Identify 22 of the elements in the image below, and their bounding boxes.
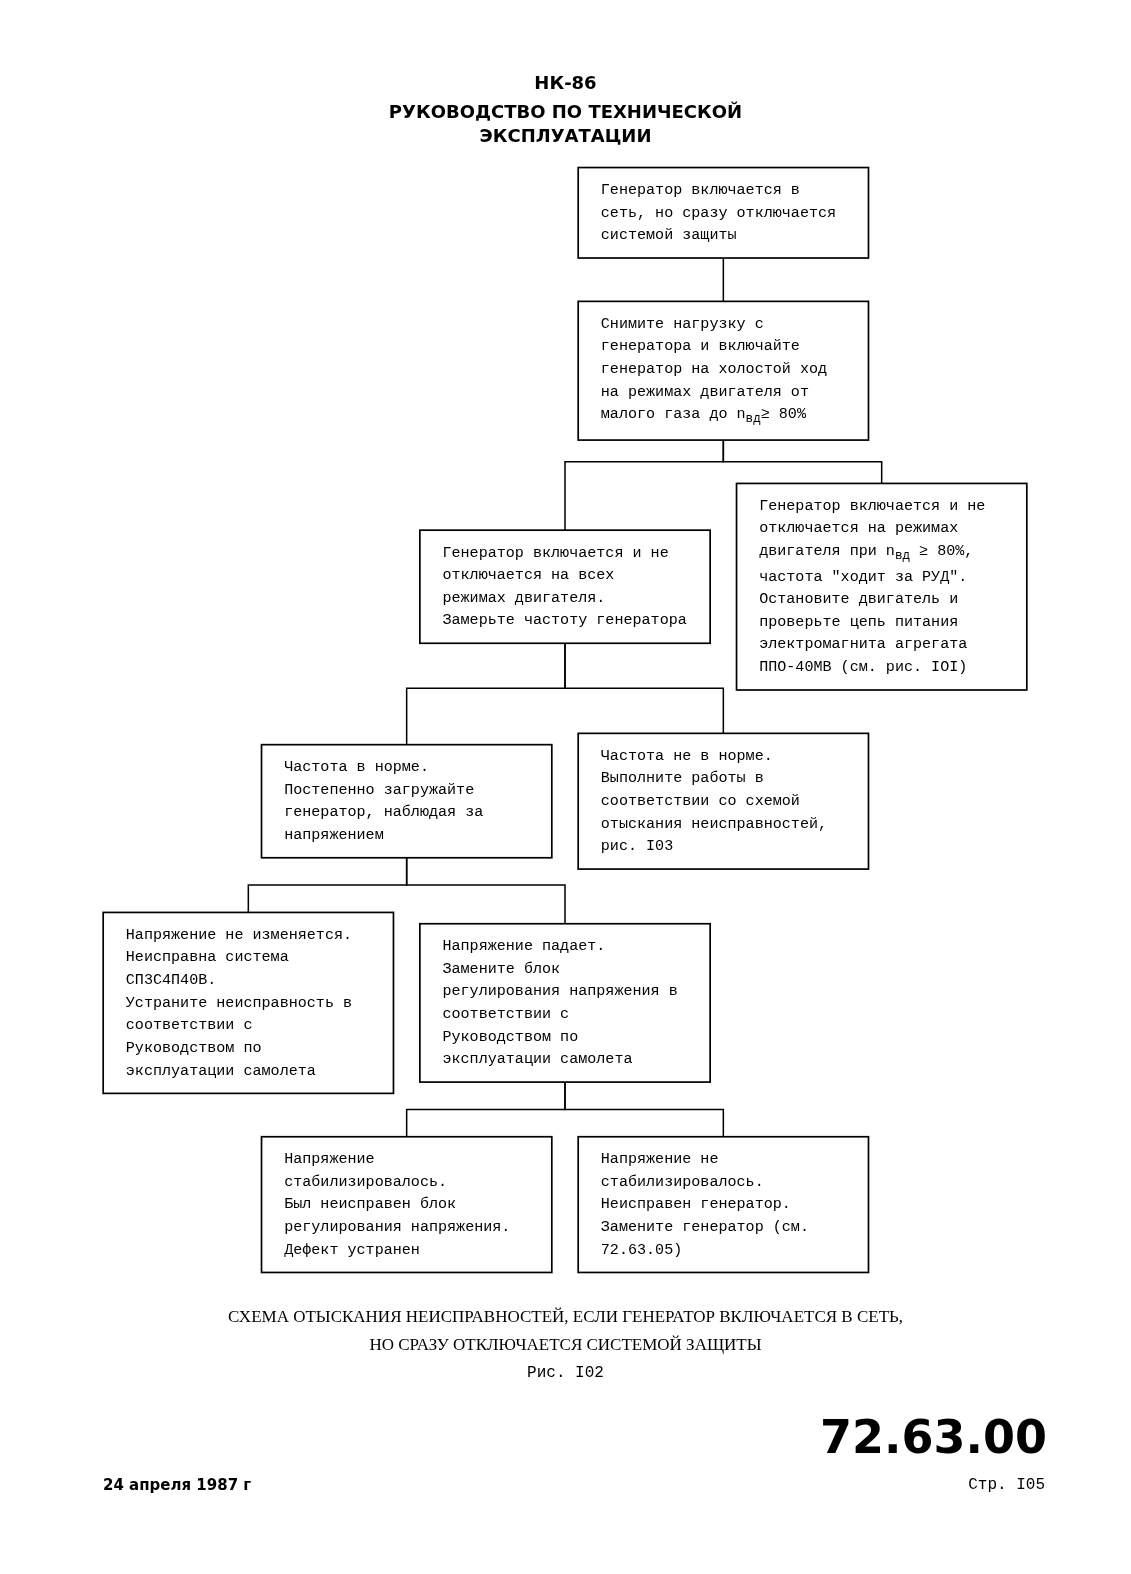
figure-number: Рис. I02 <box>527 1364 604 1382</box>
process-box: Генератор включается и не отключается на режимах двигателя при n$_{вд}$ ≥ 80%, частота "ходит за РУД". Остановите двигатель и проверьте цепь питания электромагнита агрегата ППО-40МВ (см. рис. IOI) <box>735 482 1028 691</box>
process-box: Напряжение стабилизировалось. Был неисправен блок регулирования напряжения. Дефект устранен <box>260 1135 553 1274</box>
process-box: Напряжение не стабилизировалось. Неисправен генератор. Замените генератор (см. 72.63.05) <box>577 1135 870 1274</box>
connector-line <box>405 857 566 925</box>
connector-line <box>564 642 725 735</box>
connector-line <box>722 439 883 485</box>
process-box: Генератор включается в сеть, но сразу отключается системой защиты <box>577 166 870 259</box>
section-number: 72.63.00 <box>820 1410 1047 1464</box>
process-box: Напряжение падает. Замените блок регулирования напряжения в соответствии с Руководством по эксплуатации самолета <box>419 922 711 1083</box>
caption-text: СХЕМА ОТЫСКАНИЯ НЕИСПРАВНОСТЕЙ, ЕСЛИ ГЕНЕРАТОР ВКЛЮЧАЕТСЯ В СЕТЬ, НО СРАЗУ ОТКЛЮЧАЕТСЯ СИСТЕМОЙ ЗАЩИТЫ <box>226 1306 905 1356</box>
process-box: Снимите нагрузку с генератора и включайте генератор на холостой ход на режимах двигателя от малого газа до n$_{вд}$≥ 80% <box>577 300 870 441</box>
process-box: Напряжение не изменяется. Неисправна система СП3С4П40В. Устраните неисправность в соответствии с Руководством по эксплуатации самолета <box>102 911 395 1095</box>
process-box: Частота не в норме. Выполните работы в соответствии со схемой отыскания неисправностей, рис. I03 <box>577 732 870 870</box>
date-text: 24 апреля 1987 г <box>103 1476 252 1494</box>
page-number: Стр. I05 <box>968 1476 1045 1494</box>
header-text: НК-86 <box>534 72 597 93</box>
process-box: Генератор включается и не отключается на всех режимах двигателя. Замерьте частоту генератора <box>419 529 711 645</box>
connector-line <box>722 257 725 303</box>
title-text: РУКОВОДСТВО ПО ТЕХНИЧЕСКОЙ ЭКСПЛУАТАЦИИ <box>387 100 744 148</box>
process-box: Частота в норме. Постепенно загружайте генератор, наблюдая за напряжением <box>260 743 553 859</box>
connector-line <box>564 1081 725 1138</box>
